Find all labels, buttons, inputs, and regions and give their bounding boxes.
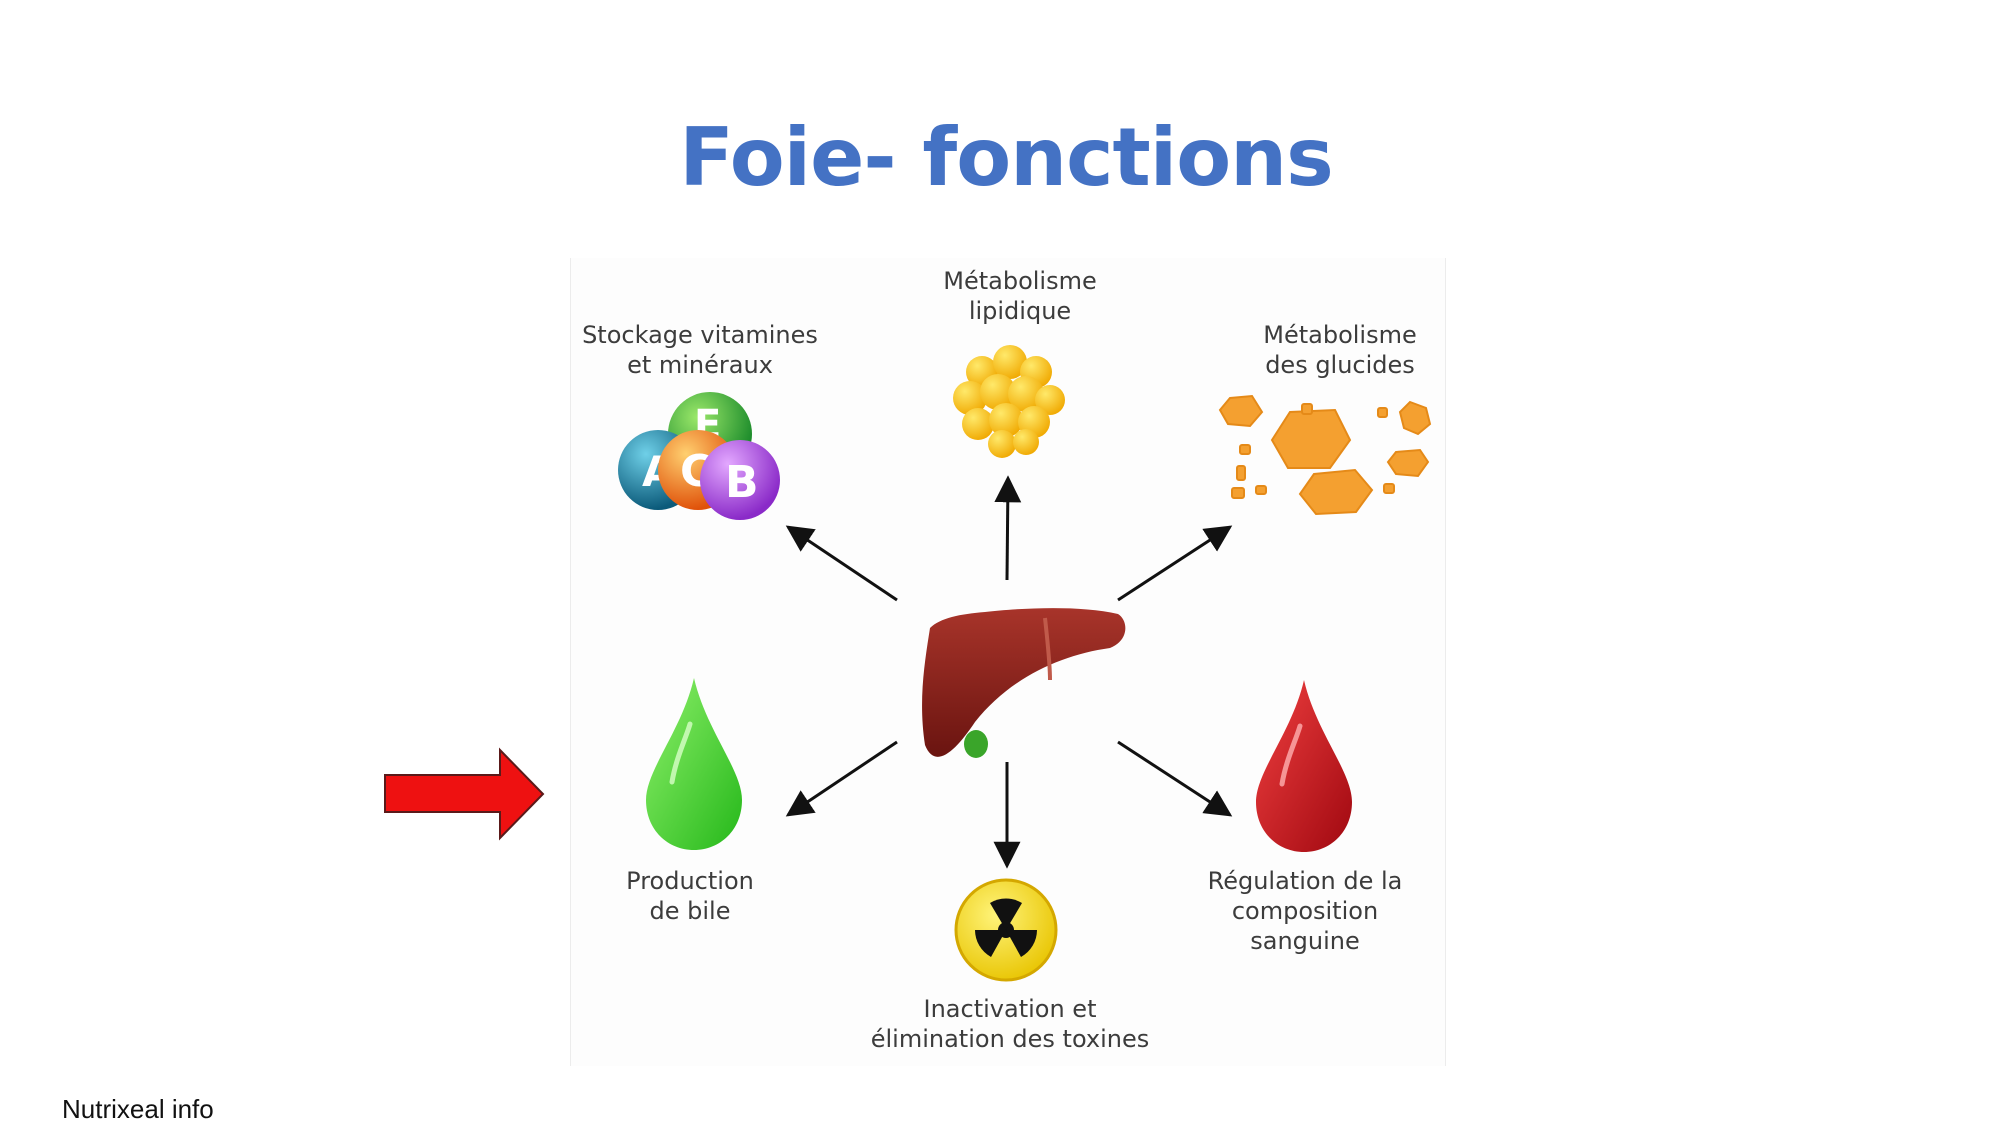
label-lipid: Métabolisme lipidique [943, 267, 1097, 325]
footer-source: Nutrixeal info [62, 1094, 214, 1124]
fat-cells-icon [953, 345, 1065, 458]
arrow-to-lipid [994, 475, 1022, 581]
red-arrow-icon [384, 747, 545, 841]
arrow-to-glucose [1117, 525, 1233, 602]
vitamin-letter-b: B [725, 457, 759, 508]
liver-icon [922, 608, 1126, 758]
blood-drop-icon [1256, 680, 1352, 852]
sugar-crystals-icon [1218, 394, 1432, 516]
slide-title: Foie- fonctions [679, 111, 1333, 204]
connector-arrows [785, 475, 1233, 869]
arrow-to-vitamins [785, 525, 898, 602]
vitamin-balls-icon: E A C B [618, 392, 780, 520]
label-vitamins: Stockage vitamines et minéraux [582, 321, 818, 379]
label-glucose: Métabolisme des glucides [1263, 321, 1417, 379]
arrow-to-blood [1117, 740, 1233, 817]
radiation-icon [954, 878, 1058, 982]
label-blood: Régulation de la composition sanguine [1207, 867, 1403, 955]
label-bile: Production de bile [626, 867, 754, 925]
green-drop-icon [646, 678, 742, 850]
arrow-to-bile [785, 740, 898, 817]
label-toxins: Inactivation et élimination des toxines [870, 995, 1150, 1053]
